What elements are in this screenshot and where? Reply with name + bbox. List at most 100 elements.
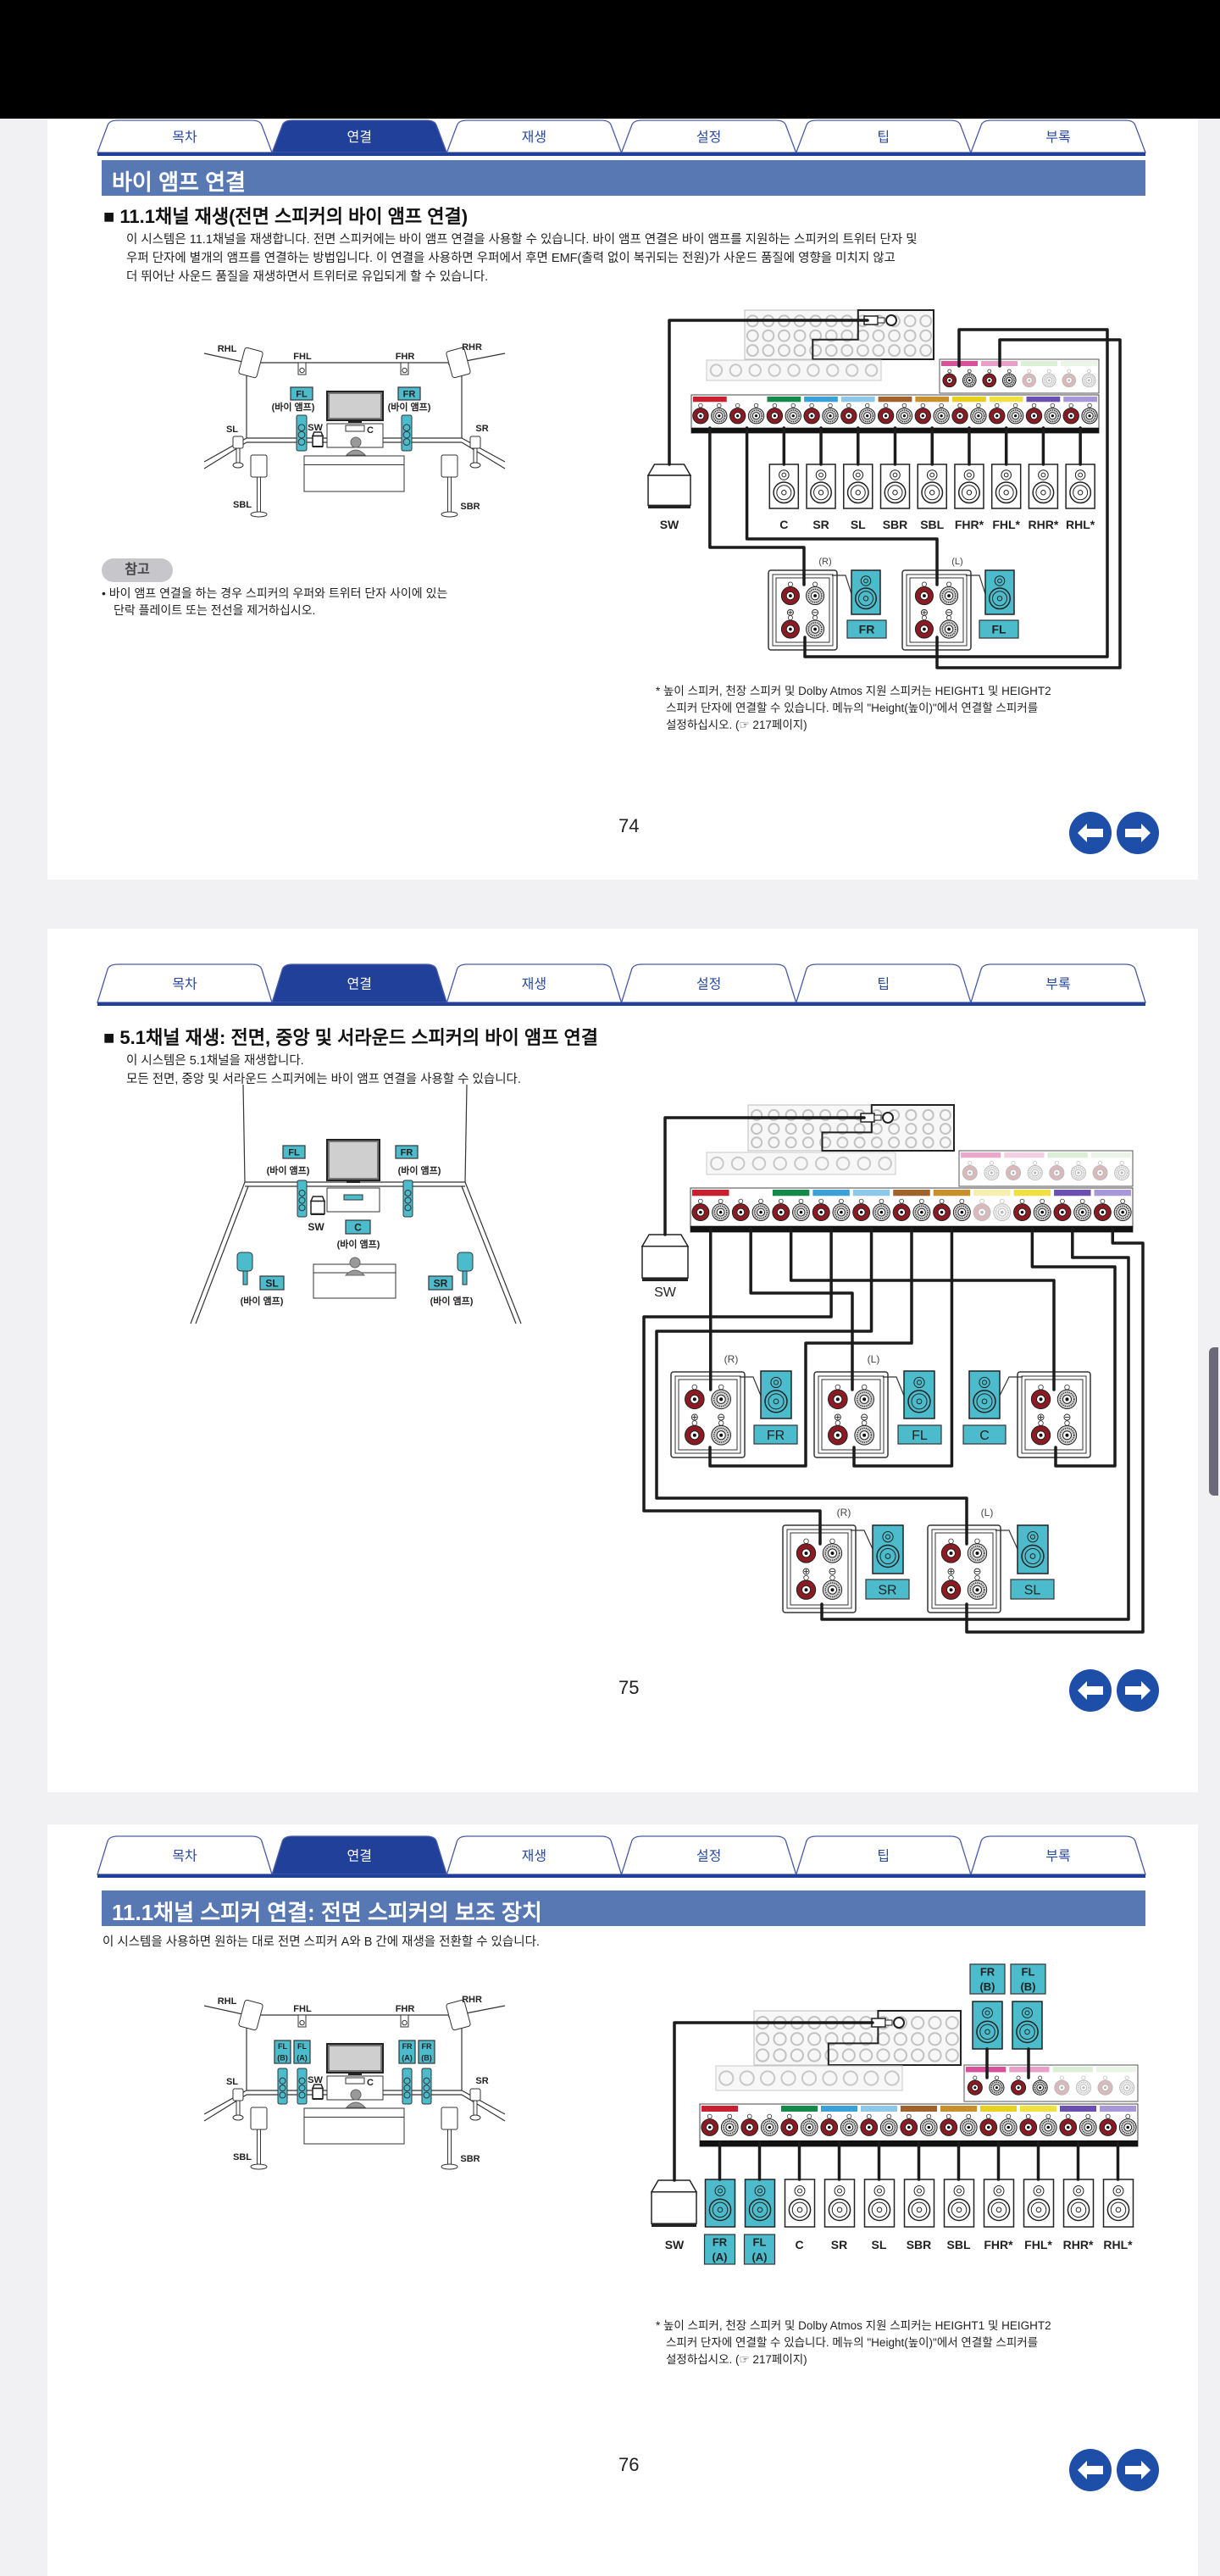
tab-shape[interactable]: [970, 1835, 1146, 1875]
tab-label[interactable]: 부록: [1045, 977, 1070, 992]
plate-mid: [931, 1529, 997, 1609]
tab-shape[interactable]: [446, 1835, 623, 1875]
tab-label[interactable]: 재생: [522, 977, 546, 992]
tab-label[interactable]: 목차: [172, 130, 197, 145]
tab-label[interactable]: 설정: [696, 1849, 721, 1864]
arrow-left-icon[interactable]: [1078, 824, 1103, 842]
tab-label[interactable]: 설정: [696, 977, 721, 992]
arrow-right-icon[interactable]: [1125, 1681, 1151, 1700]
tab-2[interactable]: 연결: [271, 119, 448, 153]
tab-label[interactable]: 목차: [172, 1849, 197, 1864]
terminal-hole: [1060, 2086, 1063, 2090]
tab-4[interactable]: 설정: [620, 963, 797, 1003]
speaker-icon: [972, 2001, 1003, 2050]
speaker-body: [441, 454, 458, 478]
tab-6[interactable]: 부록: [970, 119, 1146, 153]
tab-3[interactable]: 재생: [446, 963, 623, 1003]
preout-jack: [922, 1123, 934, 1135]
speaker-terminal: [852, 1198, 871, 1222]
tab-5[interactable]: 팁: [795, 119, 972, 153]
speaker-terminal: [914, 402, 931, 425]
tab-shape[interactable]: [795, 1835, 972, 1875]
tab-5[interactable]: 팁: [795, 963, 972, 1003]
tab-label[interactable]: 연결: [347, 977, 371, 992]
terminal-hole: [759, 1210, 762, 1214]
terminal-hole: [920, 1210, 923, 1214]
tab-4[interactable]: 설정: [620, 119, 797, 153]
tab-shape[interactable]: [795, 119, 972, 153]
tab-shape[interactable]: [97, 963, 273, 1003]
tab-label[interactable]: 연결: [347, 1849, 371, 1864]
terminal-hole: [975, 1588, 979, 1592]
tab-label[interactable]: 설정: [696, 130, 721, 145]
arrow-right-icon[interactable]: [1125, 2461, 1151, 2479]
tab-label[interactable]: 팁: [877, 130, 890, 145]
tab-shape[interactable]: [620, 1835, 797, 1875]
prev-page-button[interactable]: [1069, 2449, 1112, 2491]
tab-shape[interactable]: [446, 963, 623, 1003]
speaker-terminal: [1032, 2075, 1048, 2096]
speaker-terminal: [951, 402, 968, 425]
prev-page-button[interactable]: [1069, 812, 1112, 854]
tab-shape[interactable]: [271, 119, 448, 153]
biamp-terminal-plate: [901, 569, 986, 651]
terminal-hole: [707, 2125, 712, 2129]
tab-5[interactable]: 팁: [795, 1835, 972, 1875]
next-page-button[interactable]: [1117, 812, 1159, 854]
tab-shape[interactable]: [446, 119, 623, 153]
tab-shape[interactable]: [970, 119, 1146, 153]
woofer: [1021, 1544, 1045, 1568]
room-label-sbl: SBL: [233, 500, 252, 510]
tab-6[interactable]: 부록: [970, 963, 1146, 1003]
plate-mid: [674, 1375, 741, 1454]
tab-shape[interactable]: [795, 963, 972, 1003]
tab-label[interactable]: 팁: [877, 1849, 890, 1864]
tab-label[interactable]: 재생: [522, 1849, 546, 1864]
tab-2[interactable]: 연결: [271, 963, 448, 1003]
tab-label[interactable]: 재생: [522, 130, 546, 145]
terminal-hole: [1087, 379, 1090, 382]
terminal-hole: [1046, 2125, 1051, 2129]
wiring-label: SL: [851, 518, 866, 531]
tab-shape[interactable]: [97, 1835, 273, 1875]
tab-label[interactable]: 팁: [877, 977, 890, 992]
tab-6[interactable]: 부록: [970, 1835, 1146, 1875]
next-page-button[interactable]: [1117, 2449, 1159, 2491]
tab-label[interactable]: 연결: [347, 130, 371, 145]
terminal-screw: [829, 1538, 835, 1544]
terminal-screw: [1086, 369, 1091, 374]
tab-3[interactable]: 재생: [446, 1835, 623, 1875]
tab-shape[interactable]: [620, 119, 797, 153]
tab-1[interactable]: 목차: [97, 963, 273, 1003]
tweeter: [834, 2185, 846, 2196]
tab-1[interactable]: 목차: [97, 1835, 273, 1875]
tab-shape[interactable]: [97, 119, 273, 153]
tab-3[interactable]: 재생: [446, 119, 623, 153]
tab-4[interactable]: 설정: [620, 1835, 797, 1875]
scrollbar-thumb[interactable]: [1209, 1347, 1218, 1496]
terminal-screw: [1054, 1160, 1059, 1166]
terminal-ridge: [934, 409, 948, 423]
arrow-left-icon[interactable]: [1078, 1681, 1103, 1700]
next-page-button[interactable]: [1117, 1669, 1159, 1712]
tab-shape[interactable]: [271, 1835, 448, 1875]
speaker-terminal: [1070, 1160, 1086, 1181]
tab-shape[interactable]: [271, 963, 448, 1003]
terminal-screw: [926, 2113, 932, 2119]
arrow-right-icon[interactable]: [1125, 824, 1151, 842]
prev-page-button[interactable]: [1069, 1669, 1112, 1712]
arrow-left-icon[interactable]: [1078, 2461, 1103, 2479]
footnote-line: 스피커 단자에 연결할 수 있습니다. 메뉴의 "Height(높이)"에서 연…: [666, 2336, 1039, 2349]
tab-shape[interactable]: [970, 963, 1146, 1003]
tab-2[interactable]: 연결: [271, 1835, 448, 1875]
tab-label[interactable]: 부록: [1045, 1849, 1070, 1864]
sofa-icon: [313, 1263, 396, 1299]
tab-label[interactable]: 목차: [172, 977, 197, 992]
terminal-screw: [1105, 2113, 1111, 2119]
tab-shape[interactable]: [620, 963, 797, 1003]
speaker-cabinet: [879, 464, 911, 509]
tab-label[interactable]: 부록: [1045, 130, 1070, 145]
room-line: [195, 1185, 249, 1324]
tab-1[interactable]: 목차: [97, 119, 273, 153]
terminal-hole: [859, 1210, 863, 1214]
